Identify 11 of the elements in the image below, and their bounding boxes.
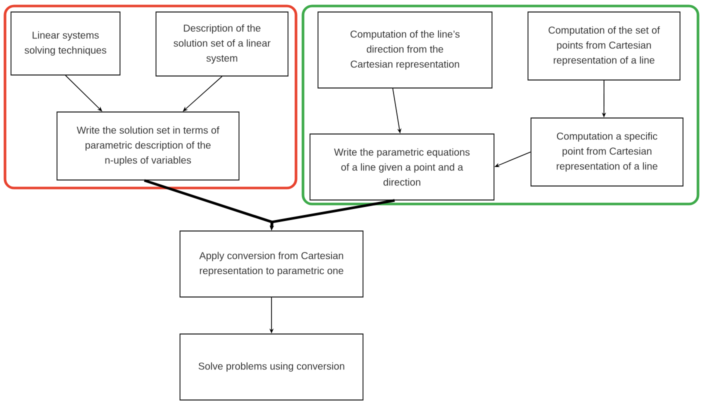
process-box: Write the parametric equations of a line given a point and a direction bbox=[310, 134, 494, 200]
process-box: Linear systems solving techniques bbox=[10, 12, 120, 76]
process-box: Computation of the line’s direction from the Cartesian representation bbox=[318, 12, 492, 88]
rounded-frame bbox=[4, 4, 298, 190]
process-box: Solve problems using conversion bbox=[180, 334, 364, 400]
process-box: Computation of the set of points from Cartesian representation of a line bbox=[528, 12, 680, 80]
process-box: Apply conversion from Cartesian representation to parametric one bbox=[180, 230, 364, 298]
process-box: Description of the solution set of a linear system bbox=[156, 12, 288, 76]
rounded-frame bbox=[302, 4, 700, 206]
process-box: Write the solution set in terms of parametric description of the n-uples of variables bbox=[56, 112, 240, 180]
process-box: Computation a specific point from Cartesian representation of a line bbox=[530, 118, 684, 186]
